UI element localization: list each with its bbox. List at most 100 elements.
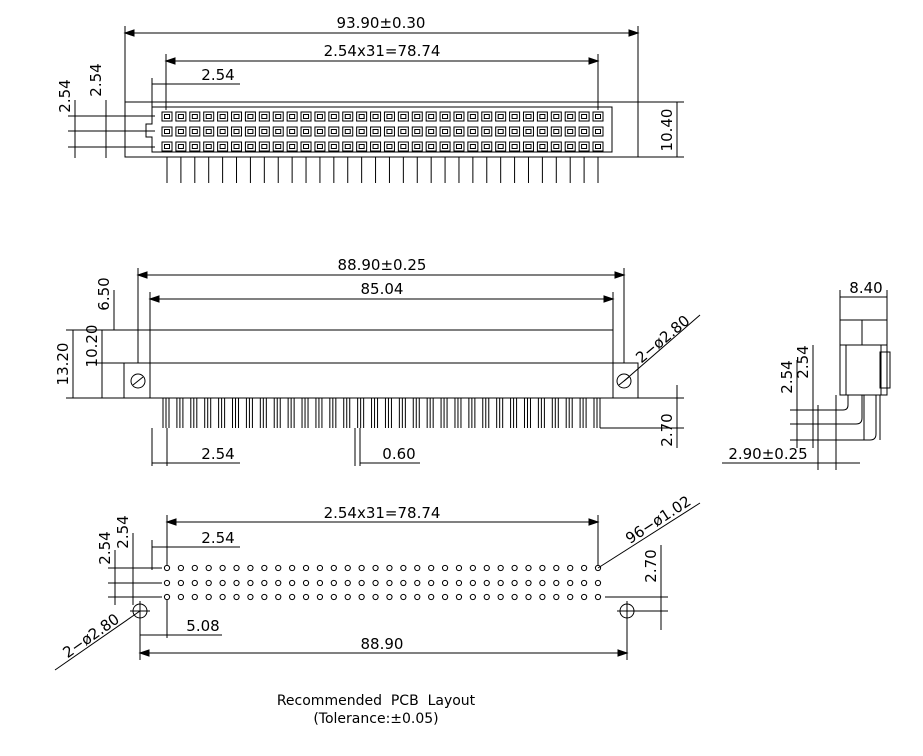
contact-cell <box>383 111 395 122</box>
contact-cell-inner <box>205 114 212 119</box>
contact-cell <box>383 126 395 137</box>
pcb-hole <box>580 579 588 587</box>
contact-cell-inner <box>177 129 184 134</box>
pcb-pitch-span-label: 2.54x31=78.74 <box>324 504 441 522</box>
pcb-hole <box>316 579 324 587</box>
top-overall-width-label: 93.90±0.30 <box>337 14 426 32</box>
pcb-hole <box>372 579 379 587</box>
contact-cell-inner <box>455 114 462 119</box>
contact-cell-inner <box>525 114 532 119</box>
contact-cell-inner <box>261 144 268 149</box>
front-mid-height-label: 10.20 <box>83 325 101 368</box>
contact-cell-inner <box>511 144 518 149</box>
contact-cell <box>356 111 368 122</box>
contact-cell-inner <box>469 129 476 134</box>
front-pitch-label: 2.54 <box>201 445 234 463</box>
contact-cell <box>439 111 451 122</box>
contact-cell <box>272 141 284 152</box>
contact-cell-inner <box>164 129 170 134</box>
top-view-pins <box>166 157 599 183</box>
contact-cell <box>258 141 270 152</box>
contact-cell-inner <box>275 144 282 149</box>
contact-cell-inner <box>191 144 198 149</box>
pcb-hole <box>455 593 463 601</box>
front-mount-span-label: 88.90±0.25 <box>338 256 427 274</box>
contact-cell-inner <box>205 129 212 134</box>
pcb-hole <box>414 593 421 601</box>
contact-cell <box>342 111 354 122</box>
top-view-body-outline <box>124 101 639 158</box>
contact-cell <box>509 126 521 137</box>
pcb-hole <box>497 593 504 601</box>
contact-cell-inner <box>344 144 351 149</box>
contact-cell <box>217 141 229 152</box>
front-tail-length-label: 2.70 <box>658 413 676 446</box>
pcb-hole <box>428 564 435 572</box>
contact-cell <box>244 141 256 152</box>
pcb-hole <box>358 593 365 601</box>
contact-cell-inner <box>358 129 365 134</box>
pcb-hole <box>580 593 588 601</box>
pcb-hole <box>372 593 379 601</box>
contact-cell <box>161 126 173 137</box>
front-view-upper-body <box>149 329 614 364</box>
contact-cell-inner <box>289 114 296 119</box>
pcb-hole <box>483 579 490 587</box>
contact-cell-inner <box>581 114 588 119</box>
pcb-hole <box>219 579 226 587</box>
pcb-hole <box>594 579 602 587</box>
contact-cell <box>453 111 465 122</box>
contact-cell-inner <box>595 129 601 134</box>
top-pitch-span-label: 2.54x31=78.74 <box>324 42 441 60</box>
pcb-layout: 2.54x31=78.74 96−ø1.02 2.54 2.54 2.54 2.… <box>54 492 701 727</box>
pcb-hole <box>330 564 337 572</box>
pcb-hole <box>330 593 337 601</box>
contact-cell-inner <box>428 114 435 119</box>
contact-cell-inner <box>400 114 407 119</box>
contact-cell <box>536 126 548 137</box>
contact-cell <box>564 141 576 152</box>
pcb-hole <box>469 593 476 601</box>
contact-cell <box>342 126 354 137</box>
contact-cell-inner <box>414 144 421 149</box>
top-view: 93.90±0.30 2.54x31=78.74 2.54 2.54 2.54 … <box>56 14 684 183</box>
pcb-hole <box>414 564 421 572</box>
contact-cell-inner <box>191 114 198 119</box>
pcb-row-pitch-b-label: 2.54 <box>114 515 132 548</box>
top-pitch-label: 2.54 <box>201 66 234 84</box>
contact-cell-inner <box>553 114 560 119</box>
contact-cell <box>397 126 409 137</box>
contact-cell-inner <box>581 144 588 149</box>
contact-cell <box>411 111 423 122</box>
contact-cell-inner <box>330 114 337 119</box>
pcb-hole <box>414 579 421 587</box>
contact-cell <box>383 141 395 152</box>
pcb-hole-grid <box>163 564 602 601</box>
contact-cell-inner <box>483 144 490 149</box>
contact-cell-inner <box>469 144 476 149</box>
contact-cell-inner <box>330 144 337 149</box>
contact-cell <box>244 111 256 122</box>
contact-cell <box>175 111 187 122</box>
pcb-hole <box>261 593 268 601</box>
contact-cell <box>231 126 243 137</box>
contact-cell <box>272 111 284 122</box>
contact-cell <box>578 141 590 152</box>
contact-cell <box>370 126 382 137</box>
contact-cell-inner <box>303 114 310 119</box>
pcb-hole <box>205 579 212 587</box>
pcb-hole <box>275 564 282 572</box>
contact-cell <box>481 111 493 122</box>
contact-cell <box>425 111 437 122</box>
contact-cell <box>509 141 521 152</box>
pcb-hole <box>511 564 518 572</box>
pcb-hole <box>233 564 240 572</box>
contact-cell-inner <box>289 144 296 149</box>
contact-cell <box>481 126 493 137</box>
contact-cell <box>453 126 465 137</box>
pcb-hole <box>386 564 393 572</box>
pcb-hole <box>191 564 198 572</box>
contact-cell <box>453 141 465 152</box>
pcb-hole <box>163 593 171 601</box>
top-height-label: 10.40 <box>658 109 676 152</box>
